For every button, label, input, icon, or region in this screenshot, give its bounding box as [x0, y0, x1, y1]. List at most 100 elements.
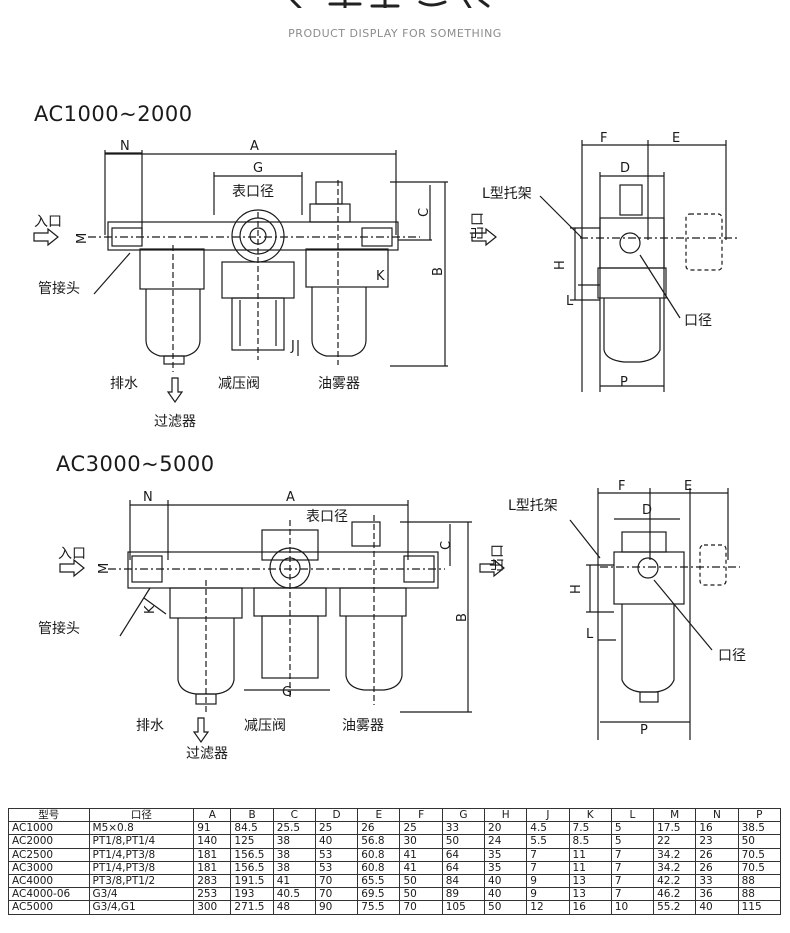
table-cell: 25 — [399, 821, 443, 836]
table-cell: PT1/4,PT3/8 — [88, 860, 195, 875]
table-cell: 10 — [610, 900, 655, 915]
d2-dim-d: D — [642, 503, 652, 518]
table-cell: 193 — [230, 887, 274, 902]
table-cell: 25 — [314, 821, 359, 836]
table-cell: 64 — [441, 860, 486, 875]
diagram2-drawing: N A G C B K M F E D H L P 入口 出口 管接头 排水 过… — [38, 480, 746, 762]
table-cell: 53 — [314, 847, 359, 862]
table-cell: 20 — [484, 821, 528, 836]
table-cell: 50 — [737, 834, 782, 849]
d1-dim-h: H — [553, 260, 568, 270]
table-cell: 16 — [568, 900, 612, 915]
d2-dim-e: E — [684, 480, 692, 494]
table-cell: 84.5 — [230, 821, 274, 836]
d2-dim-l: L — [586, 627, 594, 642]
table-cell: 64 — [441, 847, 486, 862]
table-cell: 34.2 — [653, 860, 697, 875]
table-cell: 41 — [399, 847, 443, 862]
table-cell: 90 — [314, 900, 359, 915]
table-cell: 48 — [272, 900, 316, 915]
table-cell: AC2000 — [8, 834, 90, 849]
column-header: D — [314, 807, 359, 823]
table-cell: 17.5 — [653, 821, 697, 836]
d2-label-outlet: 出口 — [490, 544, 506, 572]
d2-dim-c: C — [439, 541, 454, 550]
table-cell: 70 — [399, 900, 443, 915]
table-cell: AC5000 — [8, 900, 90, 915]
diagram1-drawing: N A G C B K J M F E D H L P 入口 出口 管接头 排水… — [33, 131, 740, 430]
d1-label-bracket: L型托架 — [482, 186, 532, 202]
table-cell: 12 — [526, 900, 570, 915]
column-header: H — [484, 807, 528, 823]
table-cell: 50 — [399, 873, 443, 889]
table-cell: 7 — [526, 847, 570, 862]
d1-label-fitting: 管接头 — [38, 280, 80, 297]
d1-dim-k: K — [376, 269, 385, 284]
table-cell: 84 — [441, 873, 486, 889]
table-cell: 24 — [484, 834, 528, 849]
page-subtitle: PRODUCT DISPLAY FOR SOMETHING — [288, 27, 502, 40]
table-cell: 41 — [272, 873, 316, 889]
table-cell: 9 — [526, 873, 570, 889]
d2-dim-p: P — [640, 723, 648, 738]
column-header: P — [737, 807, 782, 823]
table-cell: M5×0.8 — [88, 821, 195, 836]
table-cell: G3/4,G1 — [88, 900, 195, 915]
d2-dim-g: G — [282, 685, 292, 700]
column-header: C — [272, 807, 316, 823]
table-cell: 40 — [484, 887, 528, 902]
table-cell: 70.5 — [737, 847, 782, 862]
table-cell: 50 — [399, 887, 443, 902]
table-cell: 91 — [193, 821, 232, 836]
heading-fragment — [0, 0, 790, 8]
table-cell: 5.5 — [526, 834, 570, 849]
table-cell: 38 — [272, 847, 316, 862]
table-cell: 40.5 — [272, 887, 316, 902]
table-cell: 56.8 — [357, 834, 401, 849]
table-cell: 5 — [610, 834, 655, 849]
d2-dim-f: F — [618, 480, 625, 494]
table-cell: 23 — [695, 834, 739, 849]
table-cell: 300 — [193, 900, 232, 915]
table-cell: 115 — [737, 900, 782, 915]
table-cell: 60.8 — [357, 860, 401, 875]
table-cell: 88 — [737, 873, 782, 889]
table-cell: 105 — [441, 900, 486, 915]
column-header: L — [610, 807, 655, 823]
table-cell: 38.5 — [737, 821, 782, 836]
table-cell: 156.5 — [230, 847, 274, 862]
table-cell: 38 — [272, 860, 316, 875]
d1-label-regulator: 减压阀 — [218, 376, 260, 392]
diagram1-model-title: AC1000~2000 — [34, 102, 193, 126]
column-header: 口径 — [88, 807, 195, 823]
table-cell: 41 — [399, 860, 443, 875]
column-header: B — [230, 807, 274, 823]
table-cell: 30 — [399, 834, 443, 849]
d2-label-filter: 过滤器 — [186, 746, 228, 762]
d2-label-bracket: L型托架 — [508, 498, 558, 514]
d1-dim-l: L — [566, 294, 574, 309]
table-cell: 88 — [737, 887, 782, 902]
table-cell: 11 — [568, 847, 612, 862]
table-cell: 7 — [610, 873, 655, 889]
table-cell: 70.5 — [737, 860, 782, 875]
table-cell: 70 — [314, 887, 359, 902]
table-cell: 7 — [526, 860, 570, 875]
d2-label-regulator: 减压阀 — [244, 718, 286, 734]
table-cell: 156.5 — [230, 860, 274, 875]
d2-label-fitting: 管接头 — [38, 620, 80, 637]
d1-label-drain: 排水 — [110, 376, 138, 392]
table-cell: 34.2 — [653, 847, 697, 862]
table-cell: 11 — [568, 860, 612, 875]
column-header: E — [357, 807, 401, 823]
d2-label-lubricator: 油雾器 — [342, 718, 384, 734]
table-cell: 5 — [610, 821, 655, 836]
